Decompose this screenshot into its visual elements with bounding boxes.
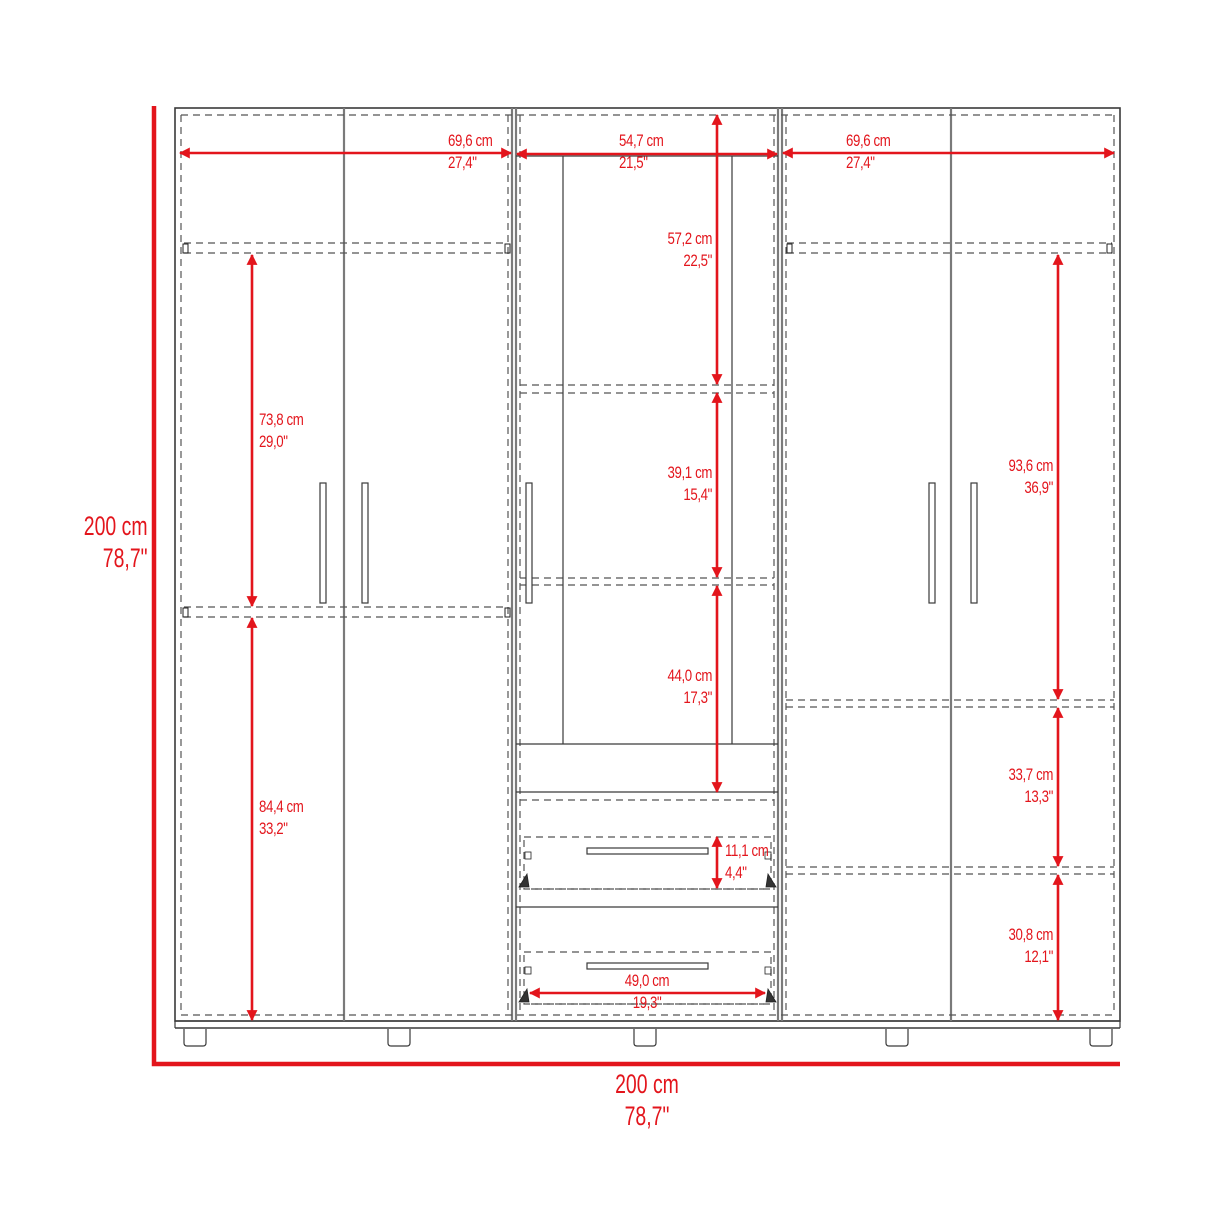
left-upper-height-label: 73,8 cm 29,0" xyxy=(259,409,304,453)
overall-width-in: 78,7" xyxy=(624,1101,670,1131)
leg-3 xyxy=(633,1029,657,1047)
rod-brackets xyxy=(182,243,1113,618)
left-width-in: 27,4" xyxy=(448,153,477,172)
drawer-width-in: 19,3" xyxy=(632,993,662,1012)
handle-center-door xyxy=(525,482,533,604)
center-lower-height-cm: 44,0 cm xyxy=(667,666,713,685)
center-top-height-cm: 57,2 cm xyxy=(667,229,713,248)
door-handles xyxy=(319,482,978,604)
wardrobe-body xyxy=(174,107,1121,1029)
center-middle-height-cm: 39,1 cm xyxy=(667,463,713,482)
center-middle-height-label: 39,1 cm 15,4" xyxy=(667,462,713,506)
dimension-lines xyxy=(151,106,1120,1067)
right-lower-height-label: 30,8 cm 12,1" xyxy=(1008,924,1054,968)
left-upper-height-cm: 73,8 cm xyxy=(259,410,304,429)
center-top-height-in: 22,5" xyxy=(683,251,712,270)
left-lower-height-in: 33,2" xyxy=(259,819,288,838)
section-dividers xyxy=(342,108,953,1021)
right-middle-height-cm: 33,7 cm xyxy=(1008,765,1054,784)
center-width-cm: 54,7 cm xyxy=(619,131,664,150)
center-width-in: 21,5" xyxy=(619,153,648,172)
overall-width-cm: 200 cm xyxy=(615,1069,679,1099)
overall-height-in: 78,7" xyxy=(103,543,148,573)
right-width-in: 27,4" xyxy=(846,153,875,172)
left-width-cm: 69,6 cm xyxy=(448,131,493,150)
handle-right-door-2 xyxy=(970,482,978,604)
overall-width-label: 200 cm 78,7" xyxy=(604,1068,690,1132)
overall-dimension-bracket xyxy=(151,106,1120,1067)
right-middle-height-label: 33,7 cm 13,3" xyxy=(1008,764,1054,808)
leg-1 xyxy=(183,1029,207,1047)
drawer-slides xyxy=(518,851,777,1003)
right-lower-height-cm: 30,8 cm xyxy=(1008,925,1054,944)
center-lower-height-in: 17,3" xyxy=(683,688,712,707)
drawer-width-label: 49,0 cm 19,3" xyxy=(608,970,686,1014)
legs xyxy=(183,1029,1113,1047)
left-width-label: 69,6 cm 27,4" xyxy=(448,130,493,174)
left-lower-height-cm: 84,4 cm xyxy=(259,797,304,816)
overall-height-cm: 200 cm xyxy=(84,511,148,541)
center-top-height-label: 57,2 cm 22,5" xyxy=(667,228,713,272)
handle-left-door-1 xyxy=(319,482,327,604)
right-middle-height-in: 13,3" xyxy=(1024,787,1053,806)
handle-right-door-1 xyxy=(928,482,936,604)
right-upper-height-cm: 93,6 cm xyxy=(1008,456,1054,475)
right-upper-height-in: 36,9" xyxy=(1024,478,1053,497)
leg-2 xyxy=(387,1029,411,1047)
right-width-cm: 69,6 cm xyxy=(846,131,891,150)
center-middle-height-in: 15,4" xyxy=(683,485,712,504)
right-lower-height-in: 12,1" xyxy=(1024,947,1053,966)
drawer-height-in: 4,4" xyxy=(725,863,747,882)
drawer-handles xyxy=(586,847,709,970)
overall-height-label: 200 cm 78,7" xyxy=(84,510,148,574)
leg-5 xyxy=(1089,1029,1113,1047)
right-upper-height-label: 93,6 cm 36,9" xyxy=(1008,455,1054,499)
drawer-width-cm: 49,0 cm xyxy=(624,971,670,990)
drawer-height-cm: 11,1 cm xyxy=(725,841,769,860)
right-width-label: 69,6 cm 27,4" xyxy=(846,130,891,174)
center-width-label: 54,7 cm 21,5" xyxy=(619,130,664,174)
center-door-frame xyxy=(516,155,778,908)
handle-left-door-2 xyxy=(361,482,369,604)
leg-4 xyxy=(885,1029,909,1047)
left-upper-height-in: 29,0" xyxy=(259,432,288,451)
left-lower-height-label: 84,4 cm 33,2" xyxy=(259,796,304,840)
center-lower-height-label: 44,0 cm 17,3" xyxy=(667,665,713,709)
hidden-lines xyxy=(180,114,1115,1016)
drawer-height-label: 11,1 cm 4,4" xyxy=(725,840,769,884)
